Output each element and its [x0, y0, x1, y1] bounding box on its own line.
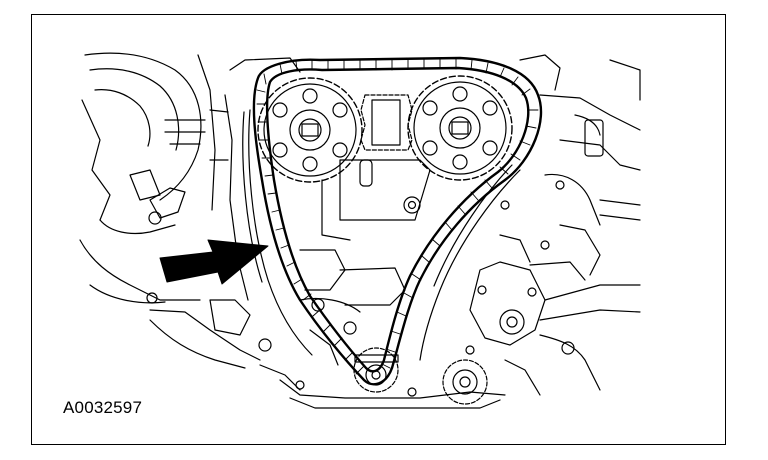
- center-idler-gear: [360, 94, 413, 151]
- chain-guides: [242, 109, 521, 361]
- figure-frame: [31, 14, 726, 445]
- oil-pump-sprocket: [442, 359, 488, 405]
- chain-links: [256, 58, 539, 375]
- right-side-components: [469, 54, 641, 396]
- cylinder-head-and-block: [209, 57, 506, 409]
- right-camshaft-sprocket: [407, 75, 513, 181]
- crankshaft-sprocket: [353, 347, 399, 393]
- figure-id-label: A0032597: [63, 398, 143, 417]
- left-housing: [79, 52, 301, 391]
- left-camshaft-sprocket: [257, 77, 363, 183]
- timing-chain: [252, 56, 543, 386]
- pointer-arrow: [159, 239, 269, 285]
